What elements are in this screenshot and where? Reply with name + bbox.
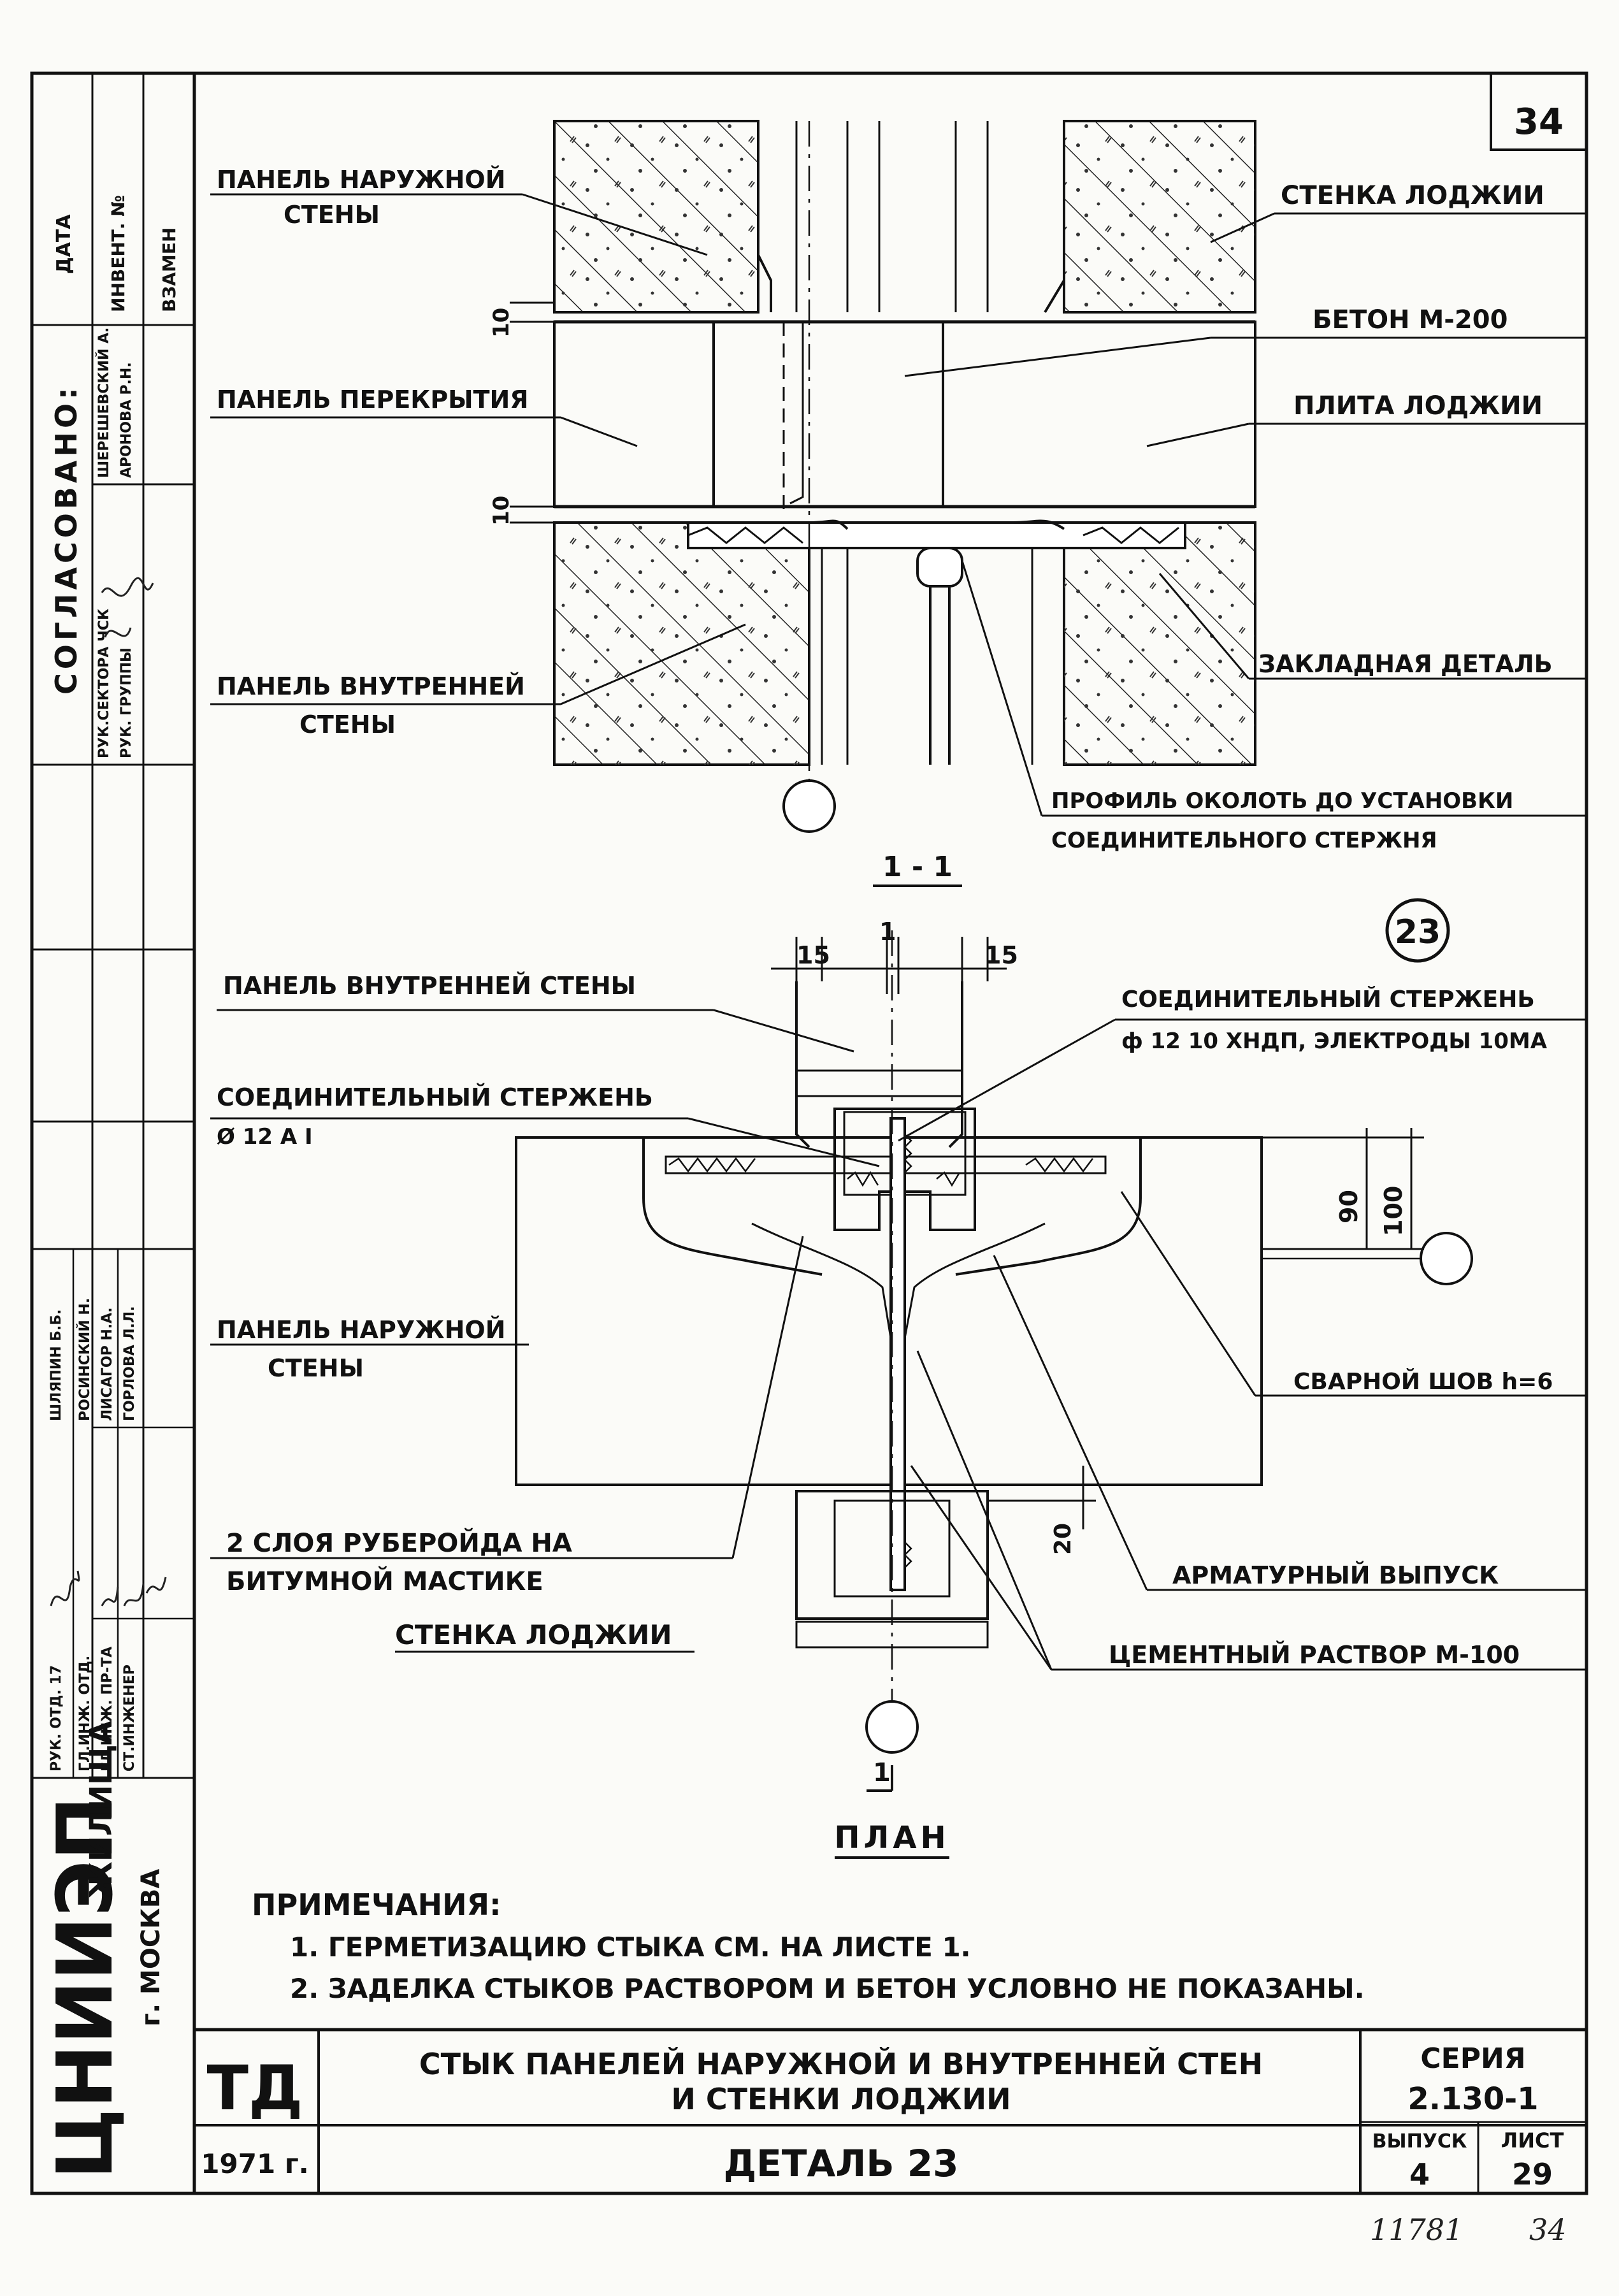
axis-marker-bottom [865, 1700, 919, 1754]
connecting-rod [889, 1117, 906, 1591]
dim-15-left: 15 [796, 941, 830, 969]
td-mark: ТД [207, 2053, 303, 2124]
dim-10-top: 10 [489, 308, 514, 338]
plan-lbl-rod-left-2: Ø 12 А I [217, 1124, 313, 1150]
lbl-loggia-wall: СТЕНКА ЛОДЖИИ [1281, 181, 1544, 210]
plan-lbl-weld: СВАРНОЙ ШОВ h=6 [1293, 1368, 1553, 1395]
staff-role-3: ГЛ.ИНЖ. ПР-ТА [99, 1647, 115, 1772]
outer-frame [30, 71, 1588, 2195]
section-1-1: 10 10 ПАНЕЛЬ НАРУЖНОЙ СТЕНЫ СТЕНКА ЛОДЖИ… [210, 120, 1587, 887]
lbl-outer-panel-1: ПАНЕЛЬ НАРУЖНОЙ [217, 166, 506, 194]
stamp-agreed-role-2: РУК. ГРУППЫ [119, 647, 134, 758]
roofing-strip [665, 1155, 1107, 1174]
staff-signatures [50, 1570, 167, 1606]
org-sub: ЖИЛИЩА [83, 1721, 119, 1899]
lbl-profile-note-2: СОЕДИНИТЕЛЬНОГО СТЕРЖНЯ [1051, 828, 1437, 853]
stamp-replace: ВЗАМЕН [159, 227, 180, 312]
footer-right: 34 [1529, 2213, 1567, 2247]
org-city: г. МОСКВА [136, 1869, 166, 2026]
plan-inner-panel [795, 981, 963, 1148]
plan-lbl-roofing-1: 2 СЛОЯ РУБЕРОЙДА НА [226, 1527, 572, 1558]
plan-lbl-outer-panel-1: ПАНЕЛЬ НАРУЖНОЙ [217, 1316, 506, 1344]
issue-value: 4 [1409, 2157, 1430, 2191]
staff-role-2: ГЛ.ИНЖ. ОТД. [77, 1656, 93, 1772]
plan-lbl-outer-panel-2: СТЕНЫ [268, 1354, 364, 1382]
staff-name-3: ЛИСАГОР Н.А. [99, 1307, 115, 1421]
plan-view: 15 1 15 90 100 20 1 [210, 918, 1587, 1859]
plan-lbl-rebar: АРМАТУРНЫЙ ВЫПУСК [1172, 1561, 1499, 1589]
dim-90: 90 [1335, 1190, 1363, 1224]
agreed-signature [101, 577, 154, 638]
lbl-loggia-slab: ПЛИТА ЛОДЖИИ [1293, 391, 1543, 421]
series-label: СЕРИЯ [1420, 2042, 1525, 2075]
loggia-slab [942, 321, 1256, 508]
dim-10-bottom: 10 [489, 496, 514, 526]
staff-role-4: СТ.ИНЖЕНЕР [122, 1664, 138, 1772]
dim-100: 100 [1379, 1186, 1407, 1236]
note-1: 1. ГЕРМЕТИЗАЦИЮ СТЫКА СМ. НА ЛИСТЕ 1. [290, 1931, 971, 1963]
dim-1-top: 1 [879, 918, 896, 946]
year: 1971 г. [201, 2148, 308, 2179]
axis-marker-top [782, 779, 836, 833]
sheet-label: ЛИСТ [1501, 2128, 1564, 2153]
stamp-agreed-name-1: ШЕРЕШЕВСКИЙ А. [96, 328, 112, 478]
plan-outer-panel [515, 1136, 1263, 1486]
series-value: 2.130-1 [1407, 2081, 1538, 2117]
side-stamp: ДАТА ИНВЕНТ. № ВЗАМЕН СОГЛАСОВАНО: РУК.С… [32, 73, 194, 2179]
plan-lbl-rod-left-1: СОЕДИНИТЕЛЬНЫЙ СТЕРЖЕНЬ [217, 1083, 653, 1111]
title-block: ТД 1971 г. СТЫК ПАНЕЛЕЙ НАРУЖНОЙ И ВНУТР… [194, 2028, 1587, 2193]
floor-panel [553, 321, 715, 508]
note-2: 2. ЗАДЕЛКА СТЫКОВ РАСТВОРОМ И БЕТОН УСЛО… [290, 1973, 1365, 2004]
lbl-inner-panel-1: ПАНЕЛЬ ВНУТРЕННЕЙ [217, 672, 525, 700]
plan-lbl-rod-right-2: ф 12 10 ХНДП, ЭЛЕКТРОДЫ 10МА [1121, 1029, 1548, 1054]
stamp-agreed-name-2: АРОНОВА Р.Н. [119, 362, 134, 478]
stamp-invent: ИНВЕНТ. № [108, 195, 129, 312]
plan-lbl-roofing-2: БИТУМНОЙ МАСТИКЕ [226, 1566, 543, 1596]
plan-lbl-loggia-wall: СТЕНКА ЛОДЖИИ [395, 1619, 672, 1650]
title-line-2: И СТЕНКИ ЛОДЖИИ [671, 2082, 1011, 2116]
section-title: 1 - 1 [882, 851, 953, 883]
staff-name-4: ГОРЛОВА Л.Л. [122, 1306, 138, 1421]
plan-title: ПЛАН [834, 1820, 949, 1856]
detail-number: 23 [1395, 913, 1441, 951]
axis-marker-right [1420, 1232, 1473, 1285]
plan-lbl-mortar: ЦЕМЕНТНЫЙ РАСТВОР М-100 [1109, 1641, 1520, 1669]
org-name: ЦНИИЭП [41, 1796, 130, 2179]
stamp-agreed: СОГЛАСОВАНО: [49, 384, 83, 695]
rod-head [916, 547, 963, 588]
staff-role-1: РУК. ОТД. 17 [48, 1665, 64, 1772]
sheet-number-tab: 34 [1490, 72, 1588, 151]
detail-marker: 23 [1385, 898, 1450, 963]
lbl-floor-panel: ПАНЕЛЬ ПЕРЕКРЫТИЯ [217, 386, 529, 414]
title-line-1: СТЫК ПАНЕЛЕЙ НАРУЖНОЙ И ВНУТРЕННЕЙ СТЕН [419, 2047, 1263, 2081]
notes-heading: ПРИМЕЧАНИЯ: [252, 1888, 501, 1922]
stamp-date: ДАТА [53, 214, 75, 274]
lbl-embedded-part: ЗАКЛАДНАЯ ДЕТАЛЬ [1258, 650, 1553, 678]
staff-name-2: РОСИНСКИЙ Н. [76, 1298, 93, 1421]
footer-left: 11781 [1370, 2213, 1463, 2247]
plan-lbl-inner-panel: ПАНЕЛЬ ВНУТРЕННЕЙ СТЕНЫ [223, 972, 636, 1000]
notes: ПРИМЕЧАНИЯ: 1. ГЕРМЕТИЗАЦИЮ СТЫКА СМ. НА… [252, 1888, 1365, 2004]
stamp-agreed-role-1: РУК.СЕКТОРА ЧСК [96, 609, 112, 758]
dim-20: 20 [1050, 1523, 1076, 1555]
plan-lbl-rod-right-1: СОЕДИНИТЕЛЬНЫЙ СТЕРЖЕНЬ [1121, 986, 1535, 1013]
section-mark: 1 [873, 1758, 891, 1787]
lbl-outer-panel-2: СТЕНЫ [284, 201, 380, 229]
issue-label: ВЫПУСК [1372, 2130, 1467, 2153]
detail-title: ДЕТАЛЬ 23 [723, 2142, 958, 2185]
lbl-inner-panel-2: СТЕНЫ [299, 711, 396, 739]
sheet-number: 34 [1514, 101, 1564, 143]
sheet-value: 29 [1512, 2157, 1553, 2191]
lbl-concrete: БЕТОН М-200 [1313, 305, 1507, 335]
dim-15-right: 15 [984, 941, 1018, 969]
lbl-profile-note-1: ПРОФИЛЬ ОКОЛОТЬ ДО УСТАНОВКИ [1051, 788, 1513, 814]
staff-name-1: ШЛЯПИН Б.Б. [48, 1309, 64, 1421]
